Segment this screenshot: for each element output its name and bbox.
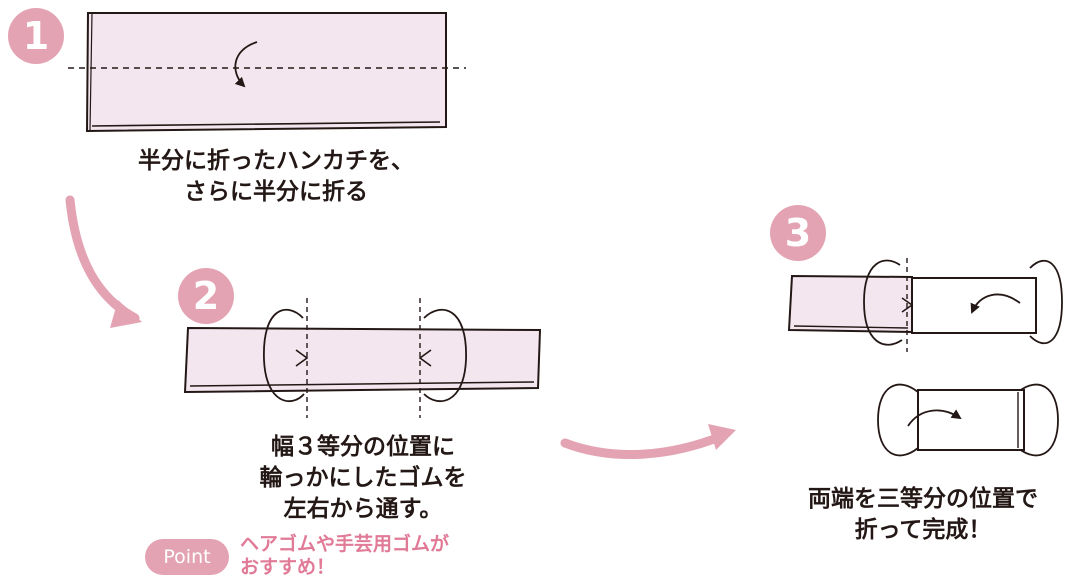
step1-fold-arrow [234, 41, 258, 88]
step-1-caption-line: さらに半分に折る [184, 179, 368, 205]
step1-handkerchief [68, 12, 466, 133]
flow-arrow-2-to-3 [560, 431, 727, 459]
step-2-caption: 幅３等分の位置に 輪っかにしたゴムを 左右から通す。 [208, 432, 518, 525]
step-3-badge: 3 [770, 205, 826, 261]
step3-finished [877, 383, 1059, 457]
step-3-caption-line: 折って完成！ [854, 517, 992, 543]
step-2-caption-line: 幅３等分の位置に [271, 434, 455, 460]
step2-right-rubber-band [423, 309, 467, 403]
flow-arrow-1-to-2 [65, 195, 140, 323]
step-3-caption: 両端を三等分の位置で 折って完成！ [768, 484, 1078, 546]
point-note: ヘアゴムや手芸用ゴムが おすすめ！ [240, 533, 449, 579]
step2-left-rubber-band [263, 309, 305, 403]
point-badge: Point [145, 539, 229, 575]
step3-folding [787, 258, 1063, 352]
point-note-line: おすすめ！ [240, 556, 336, 578]
step-1-caption: 半分に折ったハンカチを、 さらに半分に折る [86, 146, 466, 208]
step-2-badge: 2 [178, 268, 234, 324]
step-1-badge: 1 [8, 8, 64, 64]
step2-strip [183, 298, 542, 418]
step-2-caption-line: 左右から通す。 [283, 496, 443, 522]
step-1-caption-line: 半分に折ったハンカチを、 [138, 148, 414, 174]
point-note-line: ヘアゴムや手芸用ゴムが [240, 533, 450, 555]
step-2-caption-line: 輪っかにしたゴムを [259, 465, 467, 491]
step-3-caption-line: 両端を三等分の位置で [808, 486, 1038, 512]
